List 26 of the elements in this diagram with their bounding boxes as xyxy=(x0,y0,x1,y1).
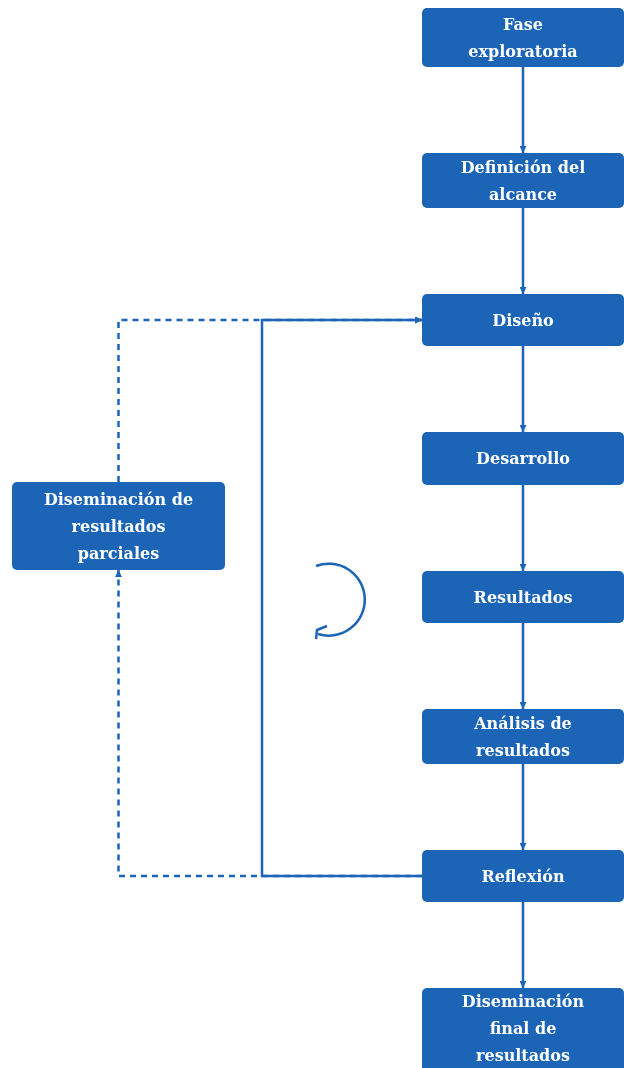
process-box xyxy=(422,571,624,623)
process-box xyxy=(422,294,624,346)
box-label: Diseminación final de resultados xyxy=(460,990,586,1067)
process-box xyxy=(422,8,624,67)
box-label: Reflexión xyxy=(481,865,565,888)
arrow xyxy=(260,316,422,878)
arrow xyxy=(519,485,527,571)
box-label: Definición del alcance xyxy=(459,156,587,206)
process-box xyxy=(422,988,624,1068)
process-box xyxy=(422,432,624,485)
box-label: Diseminación de resultados parciales xyxy=(42,488,195,565)
arrow xyxy=(519,208,527,294)
arrow xyxy=(519,764,527,850)
box-label: Diseño xyxy=(492,309,554,332)
process-box xyxy=(422,153,624,208)
process-box xyxy=(422,709,624,764)
box-label: Resultados xyxy=(473,586,573,609)
arrow xyxy=(519,623,527,709)
box-label: Fase exploratoria xyxy=(467,13,579,63)
arrow xyxy=(519,67,527,153)
arrow xyxy=(519,902,527,988)
process-box xyxy=(12,482,225,570)
box-label: Análisis de resultados xyxy=(473,712,573,762)
arrow xyxy=(519,346,527,432)
process-box xyxy=(422,850,624,902)
box-label: Desarrollo xyxy=(476,448,570,470)
